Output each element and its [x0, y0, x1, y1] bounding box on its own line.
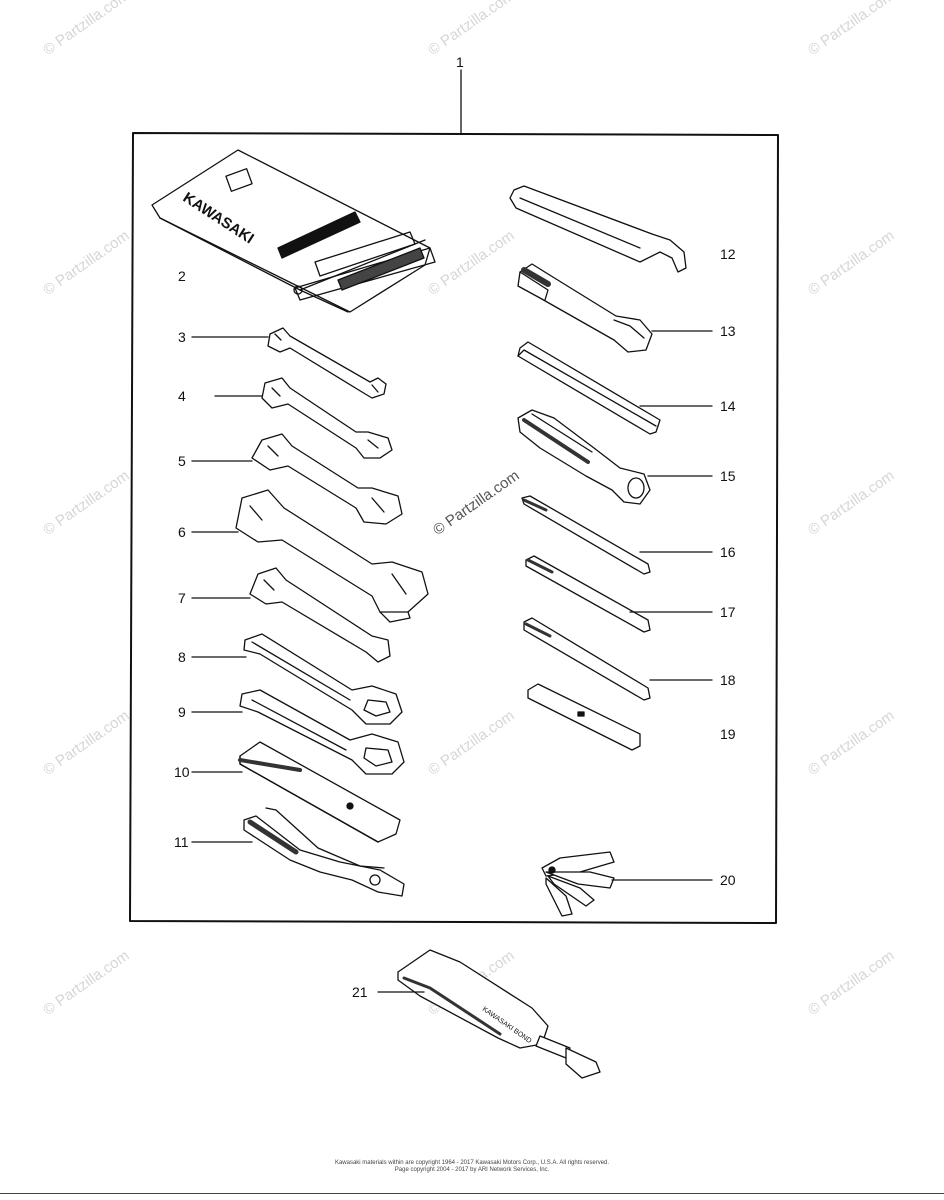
callout-9: 9 [178, 704, 186, 720]
callout-8: 8 [178, 649, 186, 665]
callout-4: 4 [178, 388, 186, 404]
callout-18: 18 [720, 672, 736, 688]
tool-pouch [151, 149, 436, 313]
callout-21: 21 [352, 984, 368, 1000]
callout-14: 14 [720, 398, 736, 414]
callout-19: 19 [720, 726, 736, 742]
footer-line-2: Page copyright 2004 - 2017 by ARI Networ… [394, 1167, 550, 1173]
wrench-5 [251, 433, 403, 525]
callout-15: 15 [720, 468, 736, 484]
footer-copyright: Kawasaki materials within are copyright … [0, 1160, 944, 1174]
screwdriver-16 [521, 495, 651, 575]
callout-11: 11 [174, 834, 189, 850]
callout-5: 5 [178, 453, 186, 469]
screwdriver-17 [525, 555, 651, 633]
wrench-3 [267, 327, 387, 399]
wrench-6 [235, 489, 429, 623]
wrench-4 [261, 377, 393, 459]
pliers-11 [243, 807, 405, 897]
callout-13: 13 [720, 323, 736, 339]
bar-14 [517, 341, 661, 435]
screwdriver-handle-15 [517, 409, 651, 505]
callout-6: 6 [178, 524, 186, 540]
bond-tube-21 [397, 949, 601, 1079]
callout-10: 10 [174, 764, 190, 780]
footer-line-1: Kawasaki materials within are copyright … [334, 1160, 610, 1166]
callout-2: 2 [178, 268, 186, 284]
callout-7: 7 [178, 590, 186, 606]
flat-bar-10 [238, 741, 401, 843]
feeler-gauge-20 [541, 851, 615, 917]
spark-plug-wrench-13 [517, 263, 653, 353]
wrench-7 [249, 567, 391, 663]
callout-16: 16 [720, 544, 736, 560]
callout-1: 1 [456, 54, 464, 70]
toolkit-frame [129, 132, 779, 924]
box-wrench-8 [243, 633, 403, 725]
callout-3: 3 [178, 329, 186, 345]
screwdriver-18 [523, 617, 651, 701]
flat-tool-19 [527, 683, 641, 751]
bottom-rule [0, 1193, 944, 1194]
callout-17: 17 [720, 604, 736, 620]
hook-spanner-12 [509, 185, 687, 273]
box-wrench-9 [239, 689, 405, 775]
callout-12: 12 [720, 246, 736, 262]
callout-20: 20 [720, 872, 736, 888]
